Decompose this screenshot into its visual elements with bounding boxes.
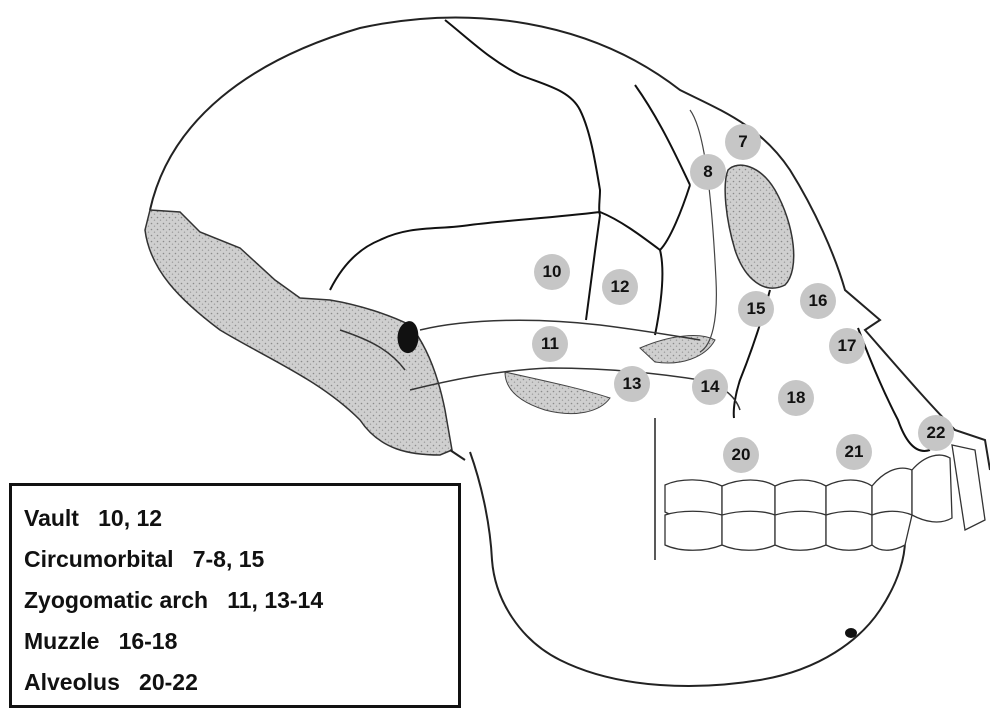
coronal-suture	[445, 20, 600, 215]
teeth	[665, 445, 985, 550]
legend-label: Alveolus	[24, 669, 120, 695]
marker-17: 17	[829, 328, 865, 364]
legend-label: Circumorbital	[24, 546, 174, 572]
marker-18: 18	[778, 380, 814, 416]
frontal-suture	[635, 85, 690, 250]
legend-numbers: 20-22	[139, 669, 198, 695]
marker-15: 15	[738, 291, 774, 327]
marker-11: 11	[532, 326, 568, 362]
marker-16: 16	[800, 283, 836, 319]
legend-label: Vault	[24, 505, 79, 531]
legend-numbers: 7-8, 15	[193, 546, 265, 572]
legend-numbers: 16-18	[119, 628, 178, 654]
marker-21: 21	[836, 434, 872, 470]
legend-row-zygomatic-arch: Zyogomatic arch 11, 13-14	[24, 580, 458, 621]
marker-13: 13	[614, 366, 650, 402]
marker-8: 8	[690, 154, 726, 190]
orbit	[725, 165, 794, 288]
marker-7: 7	[725, 124, 761, 160]
mandible-ramus	[450, 450, 465, 460]
legend-label: Muzzle	[24, 628, 99, 654]
legend-box: Vault 10, 12 Circumorbital 7-8, 15 Zyogo…	[9, 483, 461, 708]
legend-numbers: 10, 12	[98, 505, 162, 531]
legend-label: Zyogomatic arch	[24, 587, 208, 613]
legend-row-alveolus: Alveolus 20-22	[24, 662, 458, 703]
legend-row-vault: Vault 10, 12	[24, 498, 458, 539]
marker-14: 14	[692, 369, 728, 405]
legend-row-circumorbital: Circumorbital 7-8, 15	[24, 539, 458, 580]
marker-12: 12	[602, 269, 638, 305]
mental-foramen	[845, 628, 857, 638]
legend-row-muzzle: Muzzle 16-18	[24, 621, 458, 662]
legend-numbers: 11, 13-14	[227, 587, 323, 613]
zygomatic-shade	[505, 372, 610, 414]
marker-20: 20	[723, 437, 759, 473]
orbit-rim	[690, 110, 716, 352]
marker-10: 10	[534, 254, 570, 290]
marker-22: 22	[918, 415, 954, 451]
